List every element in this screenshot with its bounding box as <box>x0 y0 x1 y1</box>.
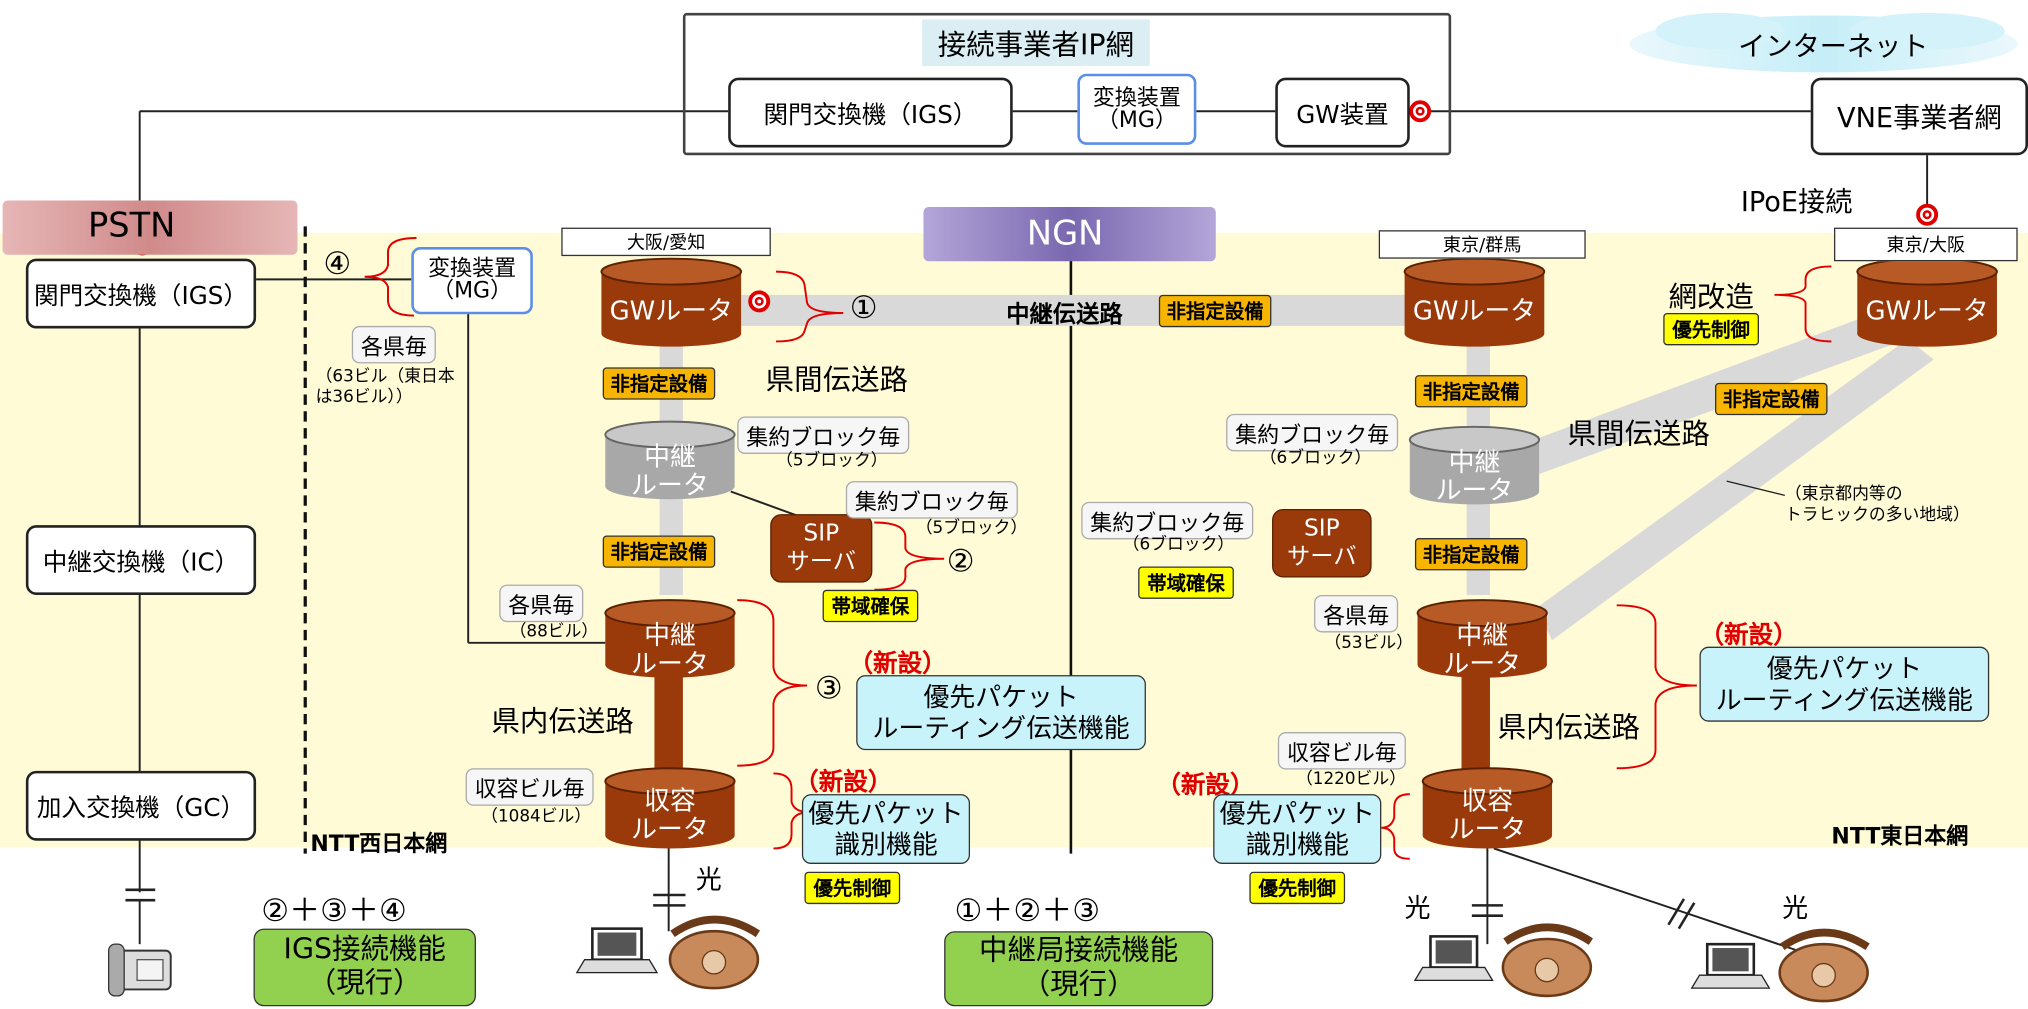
middle-non-designated: 非指定設備 <box>1158 294 1272 328</box>
east-new-label-1: （新設） <box>1699 620 1798 650</box>
east-non-designated-1: 非指定設備 <box>1414 375 1528 408</box>
west-per-pref-label-2: 各県毎 <box>499 584 584 623</box>
east-per-pref-note: （53ビル） <box>1324 633 1414 654</box>
east-inter-pref-label: 県間伝送路 <box>1567 419 1710 452</box>
west-per-building-note: （1084ビル） <box>481 807 592 827</box>
east-per-pref: 各県毎 <box>1314 594 1399 633</box>
east-agg-block-2-note: （6ブロック） <box>1122 535 1235 555</box>
west-agg-block-2: 集約ブロック毎 <box>845 481 1018 519</box>
circle-3: ③ <box>814 669 843 707</box>
per-pref-label-1: 各県毎 <box>351 325 436 364</box>
per-pref-note-1: （63ビル（東日本 は36ビル）） <box>315 367 455 408</box>
west-non-designated-2: 非指定設備 <box>602 535 716 568</box>
phone-icon-west <box>668 915 761 990</box>
east-hikari-1: 光 <box>1404 892 1431 924</box>
phone-icon-east-2 <box>1778 928 1870 1003</box>
pstn-ic-box: 中継交換機（IC） <box>25 525 257 595</box>
west-gw-router-cylinder <box>600 257 743 347</box>
east-agg-block-2: 集約ブロック毎 <box>1081 501 1254 540</box>
ngn-title: NGN <box>1026 214 1104 254</box>
east-agg-block-1-note: （6ブロック） <box>1259 448 1372 469</box>
east-per-building: 収容ビル毎 <box>1277 732 1406 770</box>
west-new-label-1: （新設） <box>848 649 947 678</box>
osaka-aichi-header: 大阪/愛知 <box>561 227 771 257</box>
east-gw-router-2: GWルータ <box>1865 294 1989 326</box>
east-sip-server: SIP サーバ <box>1287 514 1357 571</box>
tokyo-gunma-header: 東京/群馬 <box>1378 230 1586 259</box>
top-igs-box: 関門交換機（IGS） <box>728 77 1013 148</box>
west-relay-router-gray: 中継 ルータ <box>631 441 709 501</box>
carrier-ip-network-frame <box>682 12 1452 156</box>
east-agg-block-1: 集約ブロック毎 <box>1226 413 1399 452</box>
east-bandwidth-tag: 帯域確保 <box>1138 566 1234 599</box>
east-hikari-2: 光 <box>1782 892 1809 924</box>
west-agg-block-2-note: （5ブロック） <box>915 518 1028 539</box>
west-mg-box: 変換装置 （MG） <box>411 247 533 315</box>
east-intra-pref-label: 県内伝送路 <box>1497 712 1641 745</box>
west-per-building: 収容ビル毎 <box>465 768 594 806</box>
pstn-igs-box: 関門交換機（IGS） <box>25 258 257 329</box>
phone-icon-east-1 <box>1501 923 1593 998</box>
tokyo-osaka-header: 東京/大阪 <box>1833 227 2018 262</box>
carrier-ip-network-label: 接続事業者IP網 <box>922 19 1150 66</box>
west-priority-routing: 優先パケット ルーティング伝送機能 <box>856 675 1146 751</box>
east-priority-control-top: 優先制御 <box>1663 312 1760 346</box>
relay-function-box: 中継局接続機能 （現行） <box>944 931 1214 1007</box>
pc-icon-west <box>575 927 659 974</box>
west-gw-router: GWルータ <box>609 294 733 326</box>
west-hikari: 光 <box>695 863 722 896</box>
east-per-building-note: （1220ビル） <box>1295 769 1407 789</box>
west-new-label-2: （新設） <box>794 768 893 797</box>
west-non-designated-1: 非指定設備 <box>602 367 716 400</box>
internet-label: インターネット <box>1738 31 1929 63</box>
relay-path-label: 中継伝送路 <box>1006 301 1123 329</box>
east-non-designated-2: 非指定設備 <box>1414 538 1528 571</box>
west-bandwidth-tag: 帯域確保 <box>822 589 919 623</box>
circle-2: ② <box>946 543 975 580</box>
vne-network-box: VNE事業者網 <box>1810 77 2028 156</box>
tokyo-note: （東京都内等の トラヒックの多い地域） <box>1784 485 1970 526</box>
east-gw-router: GWルータ <box>1412 294 1537 326</box>
west-relay-router-brown: 中継 ルータ <box>631 619 709 680</box>
phone-icon-pstn <box>107 943 172 997</box>
igs-function-box: IGS接続機能 （現行） <box>253 928 476 1007</box>
ntt-west-label: NTT西日本網 <box>310 831 448 858</box>
west-inter-pref-label: 県間伝送路 <box>765 364 908 398</box>
pstn-gc-box: 加入交換機（GC） <box>25 770 257 841</box>
ipoe-label: IPoE接続 <box>1740 186 1853 218</box>
ntt-east-label: NTT東日本網 <box>1831 823 1969 850</box>
east-priority-control: 優先制御 <box>1249 871 1346 905</box>
top-mg-box: 変換装置 （MG） <box>1077 73 1197 145</box>
east-relay-router-gray: 中継 ルータ <box>1435 446 1514 506</box>
east-non-designated-diag: 非指定設備 <box>1715 382 1828 416</box>
top-gw-box: GW装置 <box>1275 77 1410 148</box>
west-agg-block-1-note: （5ブロック） <box>776 451 888 471</box>
west-per-pref-note-2: （88ビル） <box>509 622 599 642</box>
west-sip-server: SIP サーバ <box>786 519 857 576</box>
east-access-router: 収容 ルータ <box>1448 785 1527 845</box>
net-modify-label: 網改造 <box>1668 281 1754 315</box>
formula-left: ②＋③＋④ <box>261 892 407 929</box>
west-priority-ident: 優先パケット 識別機能 <box>801 794 971 864</box>
pstn-title: PSTN <box>87 206 176 246</box>
west-agg-block-1: 集約ブロック毎 <box>737 416 910 454</box>
east-priority-ident: 優先パケット 識別機能 <box>1213 794 1382 864</box>
circle-1: ① <box>849 289 878 326</box>
formula-middle: ①＋②＋③ <box>954 892 1101 929</box>
west-access-router: 収容 ルータ <box>631 785 709 845</box>
pc-icon-east-1 <box>1413 935 1494 982</box>
east-relay-router-brown: 中継 ルータ <box>1443 619 1522 680</box>
pc-icon-east-2 <box>1690 942 1771 989</box>
east-priority-routing: 優先パケット ルーティング伝送機能 <box>1699 646 1990 722</box>
west-priority-control: 優先制御 <box>804 871 901 905</box>
west-intra-pref-label: 県内伝送路 <box>491 706 634 739</box>
circle-4: ④ <box>323 245 352 282</box>
